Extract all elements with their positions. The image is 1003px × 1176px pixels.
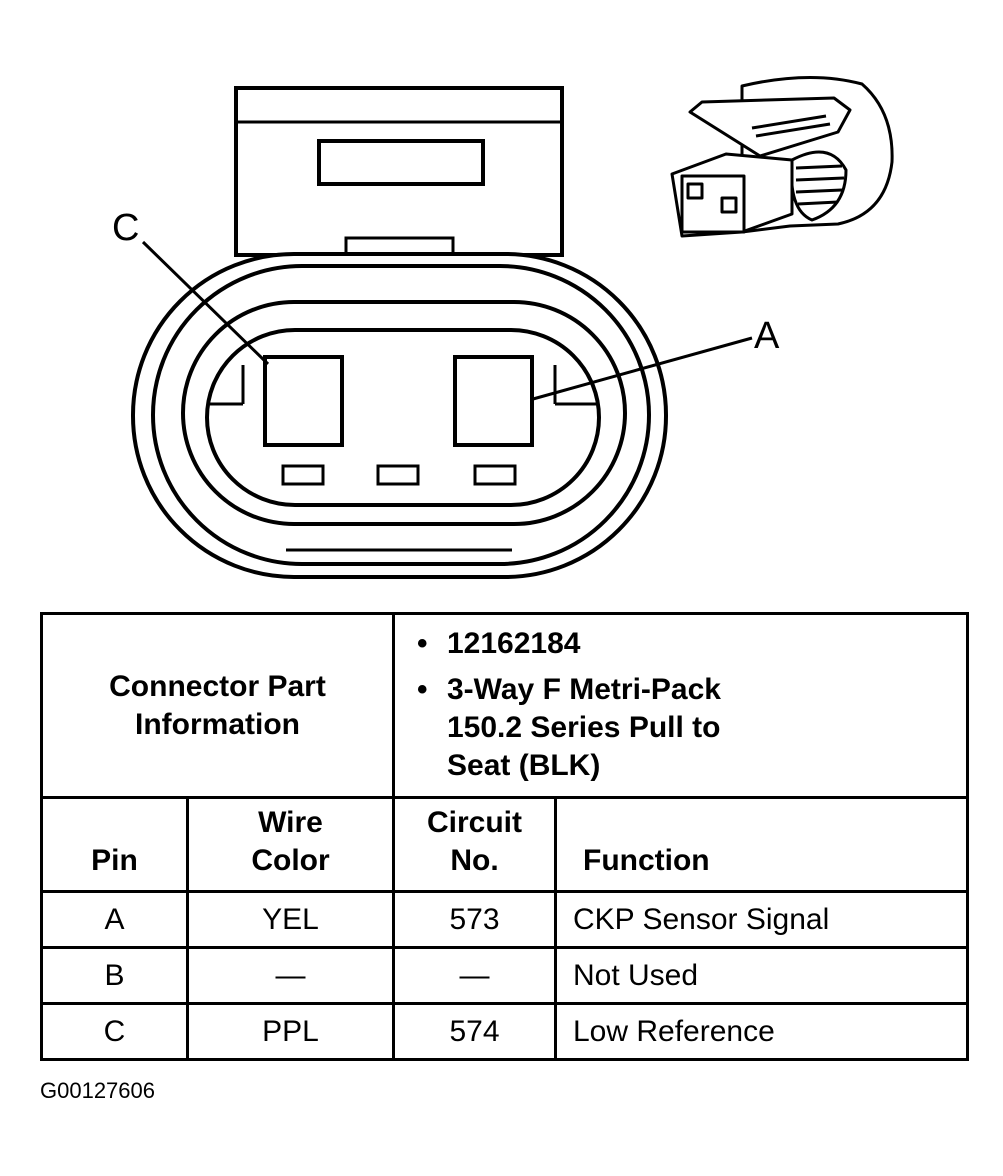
- connector-3d-coil-lines: [795, 164, 845, 206]
- wire-color-cell: PPL: [186, 1002, 395, 1061]
- connector-part-info-list: 12162184 3-Way F Metri-Pack 150.2 Series…: [395, 625, 966, 785]
- connector-3d-terminal-right: [720, 196, 738, 214]
- connector-3d-view: [670, 76, 894, 238]
- table-header-row: Pin Wire Color Circuit No. Function: [40, 796, 969, 893]
- connector-housing-ring: [151, 264, 651, 566]
- pin-cell: C: [40, 1002, 189, 1061]
- wire-color-cell: YEL: [186, 890, 395, 949]
- connector-part-info-label-text: Connector Part Information: [109, 669, 326, 741]
- pin-label-c: C: [112, 207, 139, 249]
- connector-info-table: Connector Part Information 12162184 3-Wa…: [40, 612, 969, 1061]
- table-row: A YEL 573 CKP Sensor Signal: [40, 890, 969, 949]
- pin-column-header: Pin: [40, 796, 189, 893]
- wire-color-cell: —: [186, 946, 395, 1005]
- key-slot-center: [376, 464, 420, 486]
- circuit-cell: 574: [392, 1002, 557, 1061]
- part-description: 3-Way F Metri-Pack 150.2 Series Pull to …: [417, 671, 777, 785]
- connector-3d-latch-ribs: [751, 114, 831, 138]
- leader-line-a: [532, 336, 753, 401]
- key-slot-right: [473, 464, 517, 486]
- connector-3d-terminal-left: [686, 182, 704, 200]
- terminal-cavity-a: [453, 355, 534, 447]
- leader-line-c: [141, 240, 270, 366]
- locking-tab: [234, 86, 564, 257]
- function-cell: Not Used: [554, 946, 969, 1005]
- connector-seal: [181, 300, 627, 526]
- connector-face-view: [131, 86, 753, 579]
- function-cell: CKP Sensor Signal: [554, 890, 969, 949]
- table-row: C PPL 574 Low Reference: [40, 1002, 969, 1061]
- key-slot-left: [281, 464, 325, 486]
- connector-part-row: Connector Part Information 12162184 3-Wa…: [40, 612, 969, 799]
- locking-tab-window: [317, 139, 485, 186]
- part-number: 12162184: [417, 625, 966, 663]
- function-column-header: Function: [554, 796, 969, 893]
- connector-diagram: C A: [112, 76, 894, 579]
- circuit-cell: 573: [392, 890, 557, 949]
- connector-part-info-value: 12162184 3-Way F Metri-Pack 150.2 Series…: [392, 612, 969, 799]
- wire-color-column-header: Wire Color: [186, 796, 395, 893]
- figure-id: G00127606: [40, 1078, 155, 1103]
- circuit-cell: —: [392, 946, 557, 1005]
- circuit-number-column-header: Circuit No.: [392, 796, 557, 893]
- terminal-cavity-c: [263, 355, 344, 447]
- table-row: B — — Not Used: [40, 946, 969, 1005]
- pin-cell: B: [40, 946, 189, 1005]
- pin-cell: A: [40, 890, 189, 949]
- pin-label-a: A: [754, 315, 780, 357]
- function-cell: Low Reference: [554, 1002, 969, 1061]
- connector-cavity: [205, 328, 601, 507]
- connector-part-info-label: Connector Part Information: [40, 612, 395, 799]
